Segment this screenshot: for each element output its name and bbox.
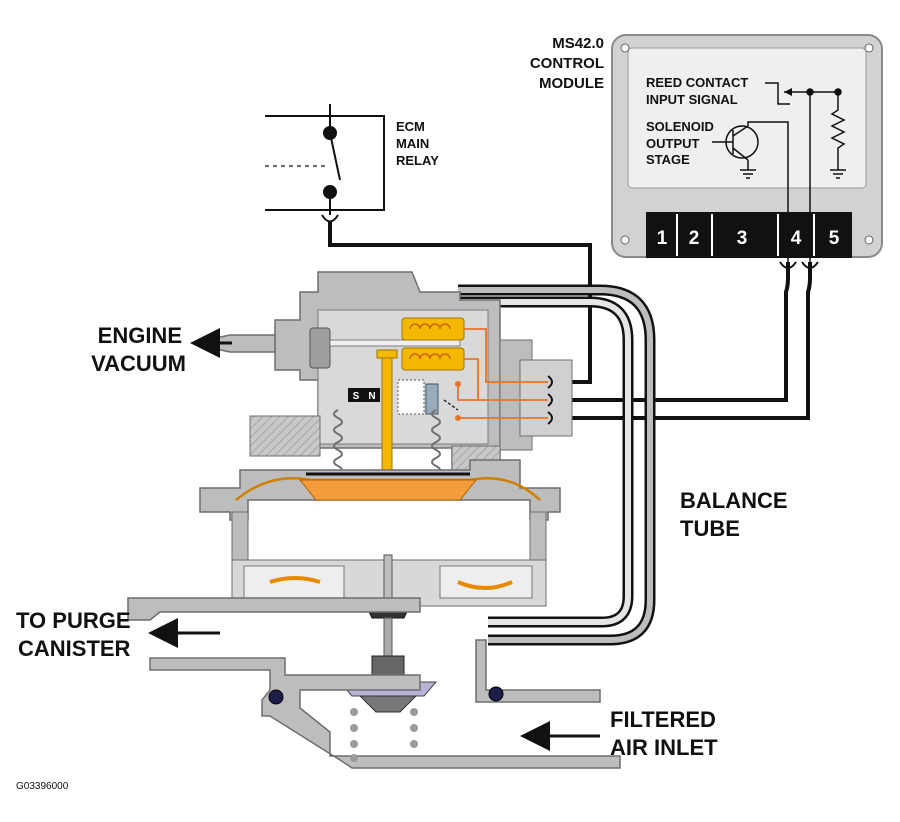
- screw-icon: [864, 235, 874, 245]
- relay-label-3: RELAY: [396, 153, 439, 168]
- diaphragm: [298, 479, 478, 501]
- relay-wire: [328, 222, 592, 384]
- balance-label-2: TUBE: [680, 516, 740, 541]
- figure-id: G03396000: [16, 781, 69, 792]
- pin-5-label: 5: [829, 228, 840, 249]
- air-label-1: FILTERED: [610, 707, 716, 732]
- internal-wiring: [457, 328, 548, 419]
- purge-label-1: TO PURGE: [16, 608, 131, 633]
- pin-3-label: 3: [737, 228, 748, 249]
- stage-label: STAGE: [646, 152, 690, 167]
- ground-icon: [740, 169, 756, 179]
- purge-label-2: CANISTER: [18, 636, 131, 661]
- module-title-3: MODULE: [539, 75, 604, 92]
- reed-contact-label: REED CONTACT: [646, 75, 748, 90]
- magnet-north: [364, 388, 380, 402]
- module-circuit: [712, 82, 846, 262]
- module-connector: [646, 212, 852, 258]
- relay-label-1: ECM: [396, 119, 425, 134]
- solenoid-coil-lower: [401, 347, 465, 371]
- resistor-icon: [830, 92, 846, 170]
- pin-4-label: 4: [791, 228, 802, 249]
- valve-housing: S N: [127, 271, 621, 769]
- engine-label: ENGINE: [98, 323, 182, 348]
- pin-4-wire: [556, 262, 790, 402]
- valve-plunger: [309, 327, 331, 369]
- screw-icon: [620, 43, 630, 53]
- output-label: OUTPUT: [646, 136, 700, 151]
- vacuum-label: VACUUM: [91, 351, 186, 376]
- solenoid-coil-upper: [401, 317, 465, 341]
- ecm-relay: [265, 104, 385, 223]
- module-title-1: MS42.0: [552, 35, 604, 52]
- ground-icon: [830, 169, 846, 179]
- pin-1-label: 1: [657, 228, 668, 249]
- reed-switch: [425, 383, 439, 415]
- balance-label-1: BALANCE: [680, 488, 788, 513]
- magnet-n-label: N: [368, 391, 375, 402]
- input-signal-label: INPUT SIGNAL: [646, 92, 738, 107]
- module-title-2: CONTROL: [530, 55, 604, 72]
- screw-icon: [864, 43, 874, 53]
- relay-label-2: MAIN: [396, 136, 429, 151]
- magnet-s-label: S: [353, 391, 360, 402]
- screw-icon: [620, 235, 630, 245]
- control-module: 1 2 3 4 5 REED CONTACT INPUT SIGNAL SOLE…: [611, 34, 883, 262]
- solenoid-label: SOLENOID: [646, 119, 714, 134]
- wiring-harness: [328, 222, 812, 420]
- magnet-south: [348, 388, 364, 402]
- pin-5-wire: [556, 262, 812, 420]
- air-label-2: AIR INLET: [610, 735, 718, 760]
- pin-2-label: 2: [689, 228, 700, 249]
